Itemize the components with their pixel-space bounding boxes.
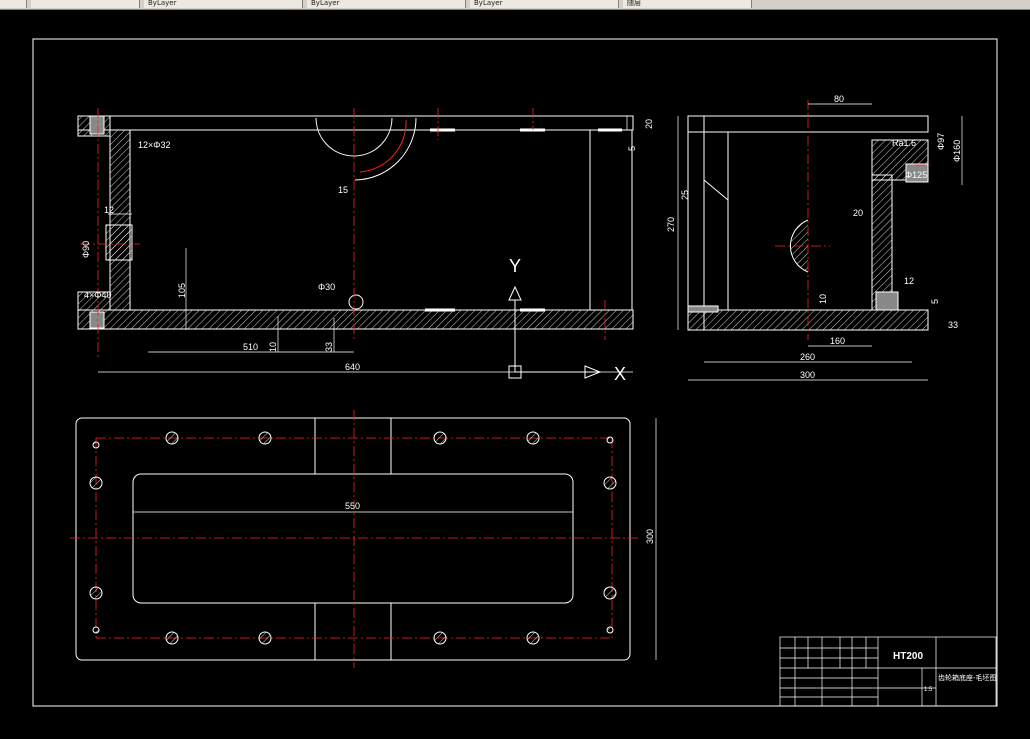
dim-5: 5 [627, 146, 637, 151]
axis-x-label: X [614, 364, 626, 384]
dim-640: 640 [345, 362, 360, 372]
dim-33-side: 33 [948, 320, 958, 330]
dim-25: 25 [680, 190, 690, 200]
bolt-hole [258, 631, 272, 645]
dim-12x32: 12×Φ32 [138, 140, 170, 150]
dim-270: 270 [666, 217, 676, 232]
drawing-canvas[interactable]: 12×Φ32 15 12 Φ90 105 4×Φ40 Φ30 510 10 33… [0, 10, 1030, 735]
small-hole [606, 626, 614, 634]
front-centerlines [80, 108, 606, 360]
side-dims [677, 103, 963, 381]
bolt-hole [89, 586, 103, 600]
dim-300-plan: 300 [645, 529, 655, 544]
dim-20-side: 20 [853, 208, 863, 218]
bolt-hole [433, 431, 447, 445]
color-dropdown[interactable]: 随层 [623, 0, 752, 8]
title-scale: 1:5 [924, 687, 933, 693]
cad-drawing: 12×Φ32 15 12 Φ90 105 4×Φ40 Φ30 510 10 33… [32, 38, 998, 707]
front-view [77, 115, 634, 330]
bolt-hole [603, 476, 617, 490]
plan-view [75, 417, 631, 661]
dim-30: Φ30 [318, 282, 335, 292]
dim-160: 160 [830, 336, 845, 346]
dim-33: 33 [324, 342, 334, 352]
dim-510: 510 [243, 342, 258, 352]
bolt-hole [603, 586, 617, 600]
plan-bolt-holes [89, 431, 617, 645]
side-dim-text: 80 Ra1.6 Φ97 Φ160 Φ125 25 270 20 12 5 10… [666, 94, 962, 380]
dim-4x40: 4×Φ40 [84, 290, 111, 300]
bolt-hole [433, 631, 447, 645]
dim-10-side: 10 [818, 294, 828, 304]
dim-90: Φ90 [81, 241, 91, 258]
layer-dropdown[interactable]: ByLayer [144, 0, 303, 8]
bolt-hole [89, 476, 103, 490]
layer-icon[interactable] [0, 0, 27, 8]
dim-80: 80 [834, 94, 844, 104]
dim-300-side: 300 [800, 370, 815, 380]
toolbar: ByLayer ByLayer ByLayer 随层 [0, 0, 1030, 10]
small-hole [92, 441, 100, 449]
small-hole [92, 626, 100, 634]
dim-20: 20 [644, 119, 654, 129]
bolt-hole [526, 431, 540, 445]
dim-12-side: 12 [904, 276, 914, 286]
title-part-name: 齿轮箱底座-毛坯图 [938, 673, 996, 682]
dim-125: Φ125 [905, 170, 927, 180]
side-centerlines [775, 100, 930, 340]
small-hole [606, 436, 614, 444]
dim-5-side: 5 [930, 299, 940, 304]
bolt-hole [165, 631, 179, 645]
dim-10: 10 [268, 342, 278, 352]
plan-dims [133, 418, 657, 660]
title-material: HT200 [893, 651, 923, 662]
bolt-hole [258, 431, 272, 445]
dim-15: 15 [338, 185, 348, 195]
dim-97: Φ97 [936, 133, 946, 150]
front-dim-text: 12×Φ32 15 12 Φ90 105 4×Φ40 Φ30 510 10 33… [81, 119, 654, 372]
dim-260: 260 [800, 352, 815, 362]
dim-ra: Ra1.6 [892, 138, 916, 148]
dim-160a: Φ160 [952, 140, 962, 162]
bolt-hole [526, 631, 540, 645]
title-block [779, 636, 997, 707]
plan-centerlines [70, 410, 640, 668]
lineweight-dropdown[interactable]: ByLayer [470, 0, 619, 8]
props-icon[interactable] [31, 0, 140, 8]
bolt-hole [165, 431, 179, 445]
dim-550: 550 [345, 501, 360, 511]
ucs-icon [508, 285, 602, 379]
dim-12: 12 [104, 205, 114, 215]
dim-105: 105 [177, 283, 187, 298]
linetype-dropdown[interactable]: ByLayer [307, 0, 466, 8]
outer-frame [32, 38, 998, 707]
axis-y-label: Y [509, 256, 521, 276]
